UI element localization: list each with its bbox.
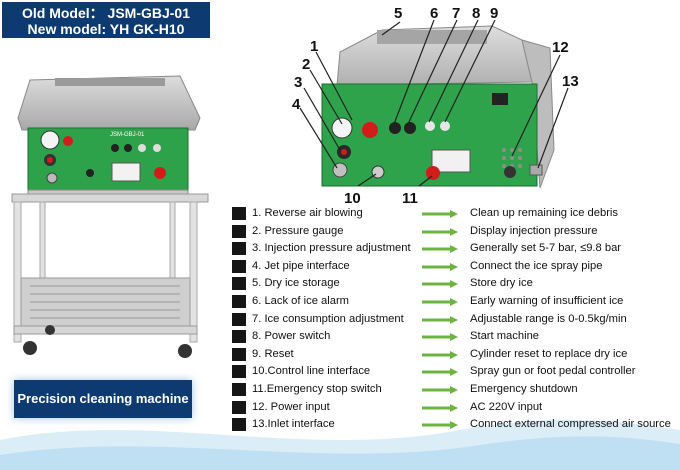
feature-label: 13.Inlet interface [252, 418, 335, 431]
caption-label: Precision cleaning machine [14, 380, 192, 418]
feature-list: 1. Reverse air blowing Clean up remaining… [232, 205, 677, 434]
callout-2: 2 [302, 56, 310, 73]
machine-photo-right: 1 2 3 4 5 6 7 8 9 10 11 12 13 [292, 5, 579, 207]
feature-desc: Clean up remaining ice debris [470, 207, 619, 219]
arrow-right-icon [422, 403, 458, 412]
bullet-square-icon [232, 382, 246, 396]
model-banner: Old Model： JSM-GBJ-01 New model: YH GK-H… [2, 2, 210, 38]
feature-row: 3. Injection pressure adjustment Generall… [232, 240, 677, 258]
feature-desc: Store dry ice [470, 277, 533, 290]
callout-9: 9 [490, 5, 498, 22]
feature-label: 8. Power switch [252, 330, 331, 343]
callout-5: 5 [394, 5, 402, 22]
bullet-square-icon [232, 365, 246, 379]
arrow-right-icon [422, 333, 458, 342]
bullet-square-icon [232, 224, 246, 238]
machine-photo-left: JSM-GBJ-01 [11, 75, 209, 358]
feature-desc: Adjustable range is 0-0.5kg/min [470, 312, 627, 325]
bullet-square-icon [232, 277, 246, 291]
feature-row: 11.Emergency stop switch Emergency shutdo… [232, 381, 677, 399]
feature-row: 10.Control line interface Spray gun or fo… [232, 363, 677, 381]
feature-row: 13.Inlet interface Connect external compr… [232, 416, 677, 434]
new-model-text: New model: YH GK-H10 [27, 21, 185, 37]
feature-row: 1. Reverse air blowing Clean up remaining… [232, 205, 677, 223]
feature-row: 4. Jet pipe interface Connect the ice spr… [232, 258, 677, 276]
feature-desc: Connect external compressed air source [470, 418, 671, 431]
arrow-right-icon [422, 280, 458, 289]
feature-label: 10.Control line interface [252, 365, 371, 378]
feature-desc: Start machine [470, 330, 540, 343]
callout-6: 6 [430, 5, 438, 22]
feature-desc: Cylinder reset to replace dry ice [470, 347, 628, 360]
arrow-right-icon [422, 245, 458, 254]
arrow-right-icon [422, 385, 458, 394]
background-wave [0, 419, 680, 470]
feature-row: 7. Ice consumption adjustment Adjustable … [232, 311, 677, 329]
bullet-square-icon [232, 347, 246, 361]
arrow-right-icon [422, 421, 458, 430]
callout-13: 13 [562, 73, 579, 90]
panel-brand: JSM-GBJ-01 [110, 132, 145, 138]
feature-label: 5. Dry ice storage [252, 277, 340, 290]
callout-4: 4 [292, 96, 301, 113]
feature-desc: AC 220V input [470, 400, 543, 413]
feature-row: 6. Lack of ice alarm Early warning of ins… [232, 293, 677, 311]
arrow-right-icon [422, 227, 458, 236]
feature-row: 9. Reset Cylinder reset to replace dry ic… [232, 346, 677, 364]
feature-desc: Connect the ice spray pipe [470, 259, 603, 272]
feature-label: 6. Lack of ice alarm [252, 294, 350, 307]
bullet-square-icon [232, 207, 246, 220]
feature-label: 2. Pressure gauge [252, 224, 344, 237]
callout-10: 10 [344, 190, 361, 207]
feature-label: 1. Reverse air blowing [252, 207, 363, 219]
feature-desc: Early warning of insufficient ice [470, 294, 624, 307]
callout-3: 3 [294, 74, 302, 91]
bullet-square-icon [232, 294, 246, 308]
feature-row: 5. Dry ice storage Store dry ice [232, 275, 677, 293]
bullet-square-icon [232, 312, 246, 326]
arrow-right-icon [422, 262, 458, 271]
feature-desc: Spray gun or foot pedal controller [470, 365, 636, 378]
feature-row: 12. Power input AC 220V input [232, 399, 677, 417]
bullet-square-icon [232, 242, 246, 256]
bullet-square-icon [232, 259, 246, 273]
feature-label: 12. Power input [252, 400, 330, 413]
feature-label: 4. Jet pipe interface [252, 259, 350, 272]
arrow-right-icon [422, 368, 458, 377]
feature-desc: Display injection pressure [470, 224, 598, 237]
feature-label: 7. Ice consumption adjustment [252, 312, 404, 325]
bullet-square-icon [232, 330, 246, 344]
callout-12: 12 [552, 39, 569, 56]
feature-row: 2. Pressure gauge Display injection press… [232, 223, 677, 241]
old-model-text: Old Model： JSM-GBJ-01 [21, 5, 191, 21]
callout-11: 11 [402, 190, 418, 207]
callout-7: 7 [452, 5, 460, 22]
callout-8: 8 [472, 5, 480, 22]
feature-row: 8. Power switch Start machine [232, 328, 677, 346]
feature-desc: Emergency shutdown [470, 382, 578, 395]
feature-label: 3. Injection pressure adjustment [252, 242, 411, 255]
bullet-square-icon [232, 400, 246, 414]
arrow-right-icon [422, 315, 458, 324]
arrow-right-icon [422, 297, 458, 306]
callout-1: 1 [310, 38, 318, 55]
feature-label: 9. Reset [252, 347, 294, 360]
bullet-square-icon [232, 418, 246, 432]
arrow-right-icon [422, 350, 458, 359]
arrow-right-icon [422, 210, 458, 218]
feature-label: 11.Emergency stop switch [252, 382, 382, 395]
feature-desc: Generally set 5-7 bar, ≤9.8 bar [470, 242, 622, 255]
